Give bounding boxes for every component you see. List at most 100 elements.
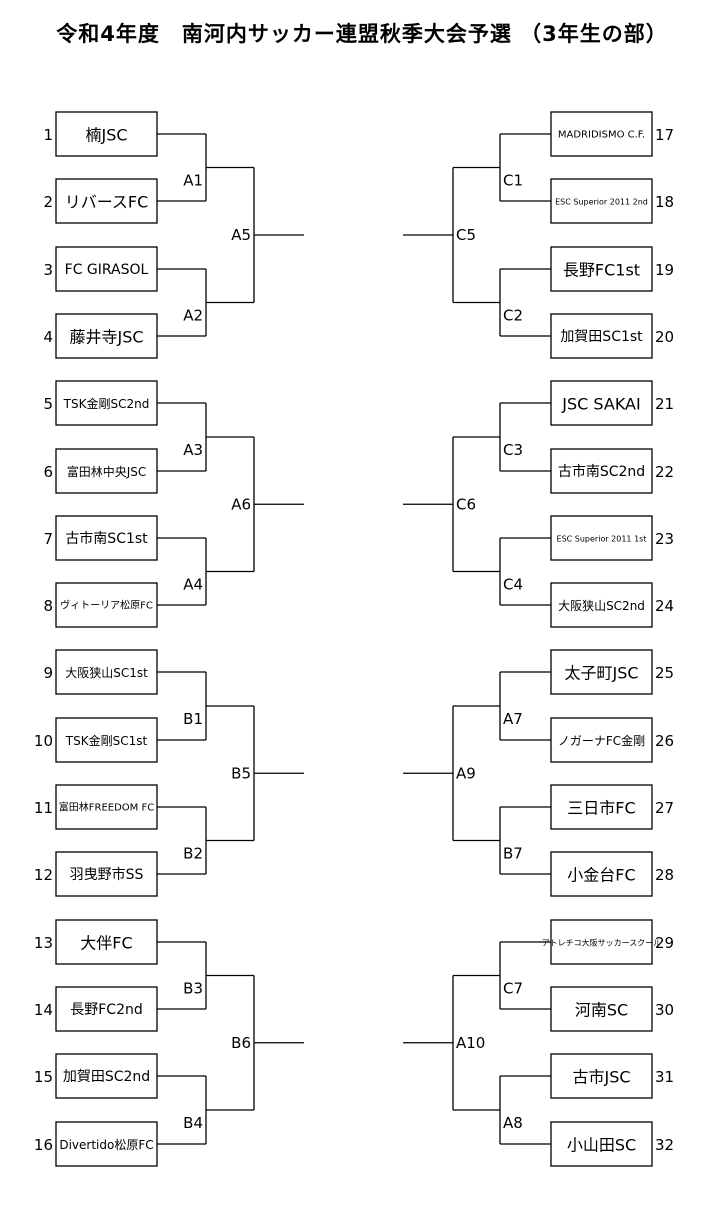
team-box [550,717,653,763]
team-box [55,246,158,292]
team-name: 長野FC2nd [70,1002,143,1018]
team-number: 7 [43,530,53,548]
team-box [550,919,653,965]
team-name: アトレチコ大阪サッカースクール [542,938,662,948]
team-box [55,313,158,359]
team-number: 19 [655,261,674,279]
team-name: 河南SC [575,1001,628,1020]
team-name: 長野FC1st [563,261,640,280]
first-round-match-label: A4 [183,576,203,594]
team-name: 太子町JSC [564,664,638,683]
team-box [550,784,653,830]
team-box [550,178,653,224]
team-box [55,515,158,561]
team-name: 小金台FC [567,866,635,885]
team-box [55,1121,158,1167]
team-number: 13 [34,934,53,952]
team-name: 加賀田SC2nd [63,1069,150,1085]
team-box [55,582,158,628]
team-number: 14 [34,1001,53,1019]
first-round-match-label: C2 [503,307,523,325]
first-round-match-label: A8 [503,1114,523,1132]
team-name: 羽曳野市SS [70,866,144,883]
team-name: 古市南SC2nd [558,463,645,480]
team-name: FC GIRASOL [65,262,149,278]
first-round-match-label: C7 [503,980,523,998]
team-box [55,380,158,426]
team-number: 28 [655,866,674,884]
team-number: 21 [655,395,674,413]
first-round-match-label: B3 [183,980,203,998]
team-box [550,380,653,426]
team-box [55,448,158,494]
team-box [550,986,653,1032]
team-number: 22 [655,463,674,481]
team-name: MADRIDISMO C.F. [558,130,645,141]
team-number: 16 [34,1136,53,1154]
team-number: 30 [655,1001,674,1019]
team-name: ノガーナFC金剛 [558,733,645,748]
first-round-match-label: B1 [183,710,203,728]
team-name: 小山田SC [567,1136,636,1155]
team-name: 三日市FC [567,799,635,818]
team-number: 11 [34,799,53,817]
team-box [55,986,158,1032]
second-round-match-label: C6 [456,495,476,513]
second-round-match-label: A5 [231,226,251,244]
second-round-match-label: B5 [231,764,251,782]
first-round-match-label: C4 [503,576,523,594]
team-number: 15 [34,1068,53,1086]
first-round-match-label: B2 [183,845,203,863]
team-number: 26 [655,732,674,750]
first-round-match-label: A2 [183,307,203,325]
second-round-match-label: B6 [231,1034,251,1052]
team-number: 1 [43,126,53,144]
first-round-match-label: A1 [183,172,203,190]
team-name: 大阪狭山SC1st [65,666,148,680]
team-name: ヴィトーリア松原FC [60,599,153,612]
team-name: 大阪狭山SC2nd [558,599,645,613]
team-number: 10 [34,732,53,750]
team-box [55,919,158,965]
team-name: TSK金剛SC1st [65,733,148,748]
team-number: 3 [43,261,53,279]
team-number: 5 [43,395,53,413]
team-name: 加賀田SC1st [560,329,643,345]
team-name: 古市JSC [572,1068,630,1087]
team-number: 32 [655,1136,674,1154]
team-name: 富田林FREEDOM FC [59,801,154,814]
second-round-match-label: A10 [456,1034,485,1052]
team-number: 24 [655,597,674,615]
team-number: 25 [655,664,674,682]
team-box [55,111,158,157]
team-name: 大伴FC [80,934,132,953]
team-number: 4 [43,328,53,346]
team-name: ESC Superior 2011 1st [557,535,647,544]
team-box [55,649,158,695]
first-round-match-label: A7 [503,710,523,728]
team-number: 6 [43,463,53,481]
team-box [55,178,158,224]
team-number: 2 [43,193,53,211]
team-box [55,851,158,897]
first-round-match-label: C3 [503,441,523,459]
team-name: JSC SAKAI [561,395,640,414]
team-name: 楠JSC [85,126,127,145]
team-box [550,111,653,157]
team-number: 20 [655,328,674,346]
team-name: TSK金剛SC2nd [63,396,150,411]
team-number: 8 [43,597,53,615]
page-title: 令和4年度 南河内サッカー連盟秋季大会予選 （3年生の部） [56,22,668,46]
team-number: 23 [655,530,674,548]
team-number: 27 [655,799,674,817]
second-round-match-label: A9 [456,764,476,782]
team-box [550,582,653,628]
team-name: リバースFC [65,193,149,212]
first-round-match-label: B7 [503,845,523,863]
team-number: 31 [655,1068,674,1086]
team-box [550,246,653,292]
team-box [550,515,653,561]
team-number: 17 [655,126,674,144]
team-number: 18 [655,193,674,211]
